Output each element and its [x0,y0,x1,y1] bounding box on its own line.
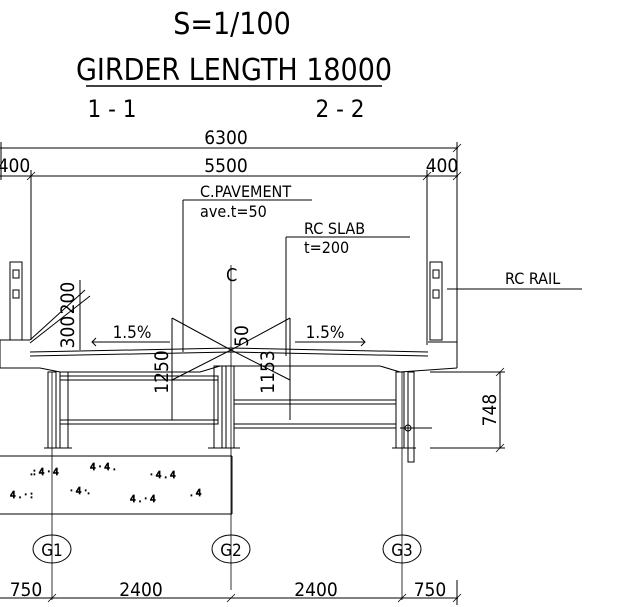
dim-right-curb: 400 [426,155,459,177]
svg-text:4 . · :: 4 . · : [10,490,33,501]
dim-curb-height: 300 [57,316,79,349]
centerline-label: C [226,265,237,286]
girder-label-g1: G1 [41,541,63,561]
rail-label: RC RAIL [505,269,560,288]
svg-text:4 . · 4: 4 . · 4 [130,494,156,505]
pavement-thickness: ave.t=50 [200,202,267,221]
slope-left-label: 1.5% [113,323,152,343]
svg-text:. 4: . 4 [190,488,202,499]
girder-lines [51,372,403,600]
svg-text:· 4 ·.: · 4 ·. [70,486,90,497]
dim-span-right-edge: 750 [414,579,447,601]
pavement-leader [182,199,312,352]
top-dimension-lines [0,142,462,345]
dim-left-curb: 400 [0,155,30,177]
svg-text:· 4 . 4: · 4 . 4 [150,470,176,481]
girder-bubble-g2 [211,534,251,564]
slab-leader [285,236,410,356]
girder-bubble-g1 [32,534,72,564]
dim-height-center: 1153 [257,350,279,394]
svg-text:.: 4 · 4: .: 4 · 4 [30,467,59,478]
girder-length-title: GIRDER LENGTH 18000 [76,53,392,88]
deck-slab [0,261,458,373]
pavement-label: C.PAVEMENT [200,182,291,201]
bottom-dimension-line [0,580,462,605]
girder-label-g2: G2 [220,541,242,561]
dim-height-left: 1250 [151,350,173,394]
girder-label-g3: G3 [391,541,413,561]
girder-g2 [208,365,240,449]
slope-right-label: 1.5% [306,323,345,343]
svg-text:4 · 4 .: 4 · 4 . [90,462,116,473]
dim-748-lines [430,367,505,453]
dim-span-left-edge: 750 [10,579,43,601]
slab-thickness: t=200 [304,238,349,257]
center-markers [171,317,291,420]
cross-beams [59,375,432,432]
girder-g1 [44,371,72,449]
dim-spacing-g1-g2: 2400 [119,579,163,601]
dim-roadway-width: 5500 [204,155,248,177]
dim-curb-top: 200 [57,282,79,315]
slope-arrows [91,337,366,347]
section-label-right: 2 - 2 [316,95,365,123]
dim-overall-width: 6300 [204,127,248,149]
scale-label: S=1/100 [173,7,291,42]
slab-label: RC SLAB [304,219,365,238]
abutment: .: 4 · 4 4 · 4 . · 4 . 4 4 . · : · 4 ·. … [0,455,233,515]
girder-bubble-g3 [382,534,422,564]
dim-spacing-g2-g3: 2400 [294,579,338,601]
dim-girder-right: 748 [479,394,501,427]
section-label-left: 1 - 1 [88,95,137,123]
